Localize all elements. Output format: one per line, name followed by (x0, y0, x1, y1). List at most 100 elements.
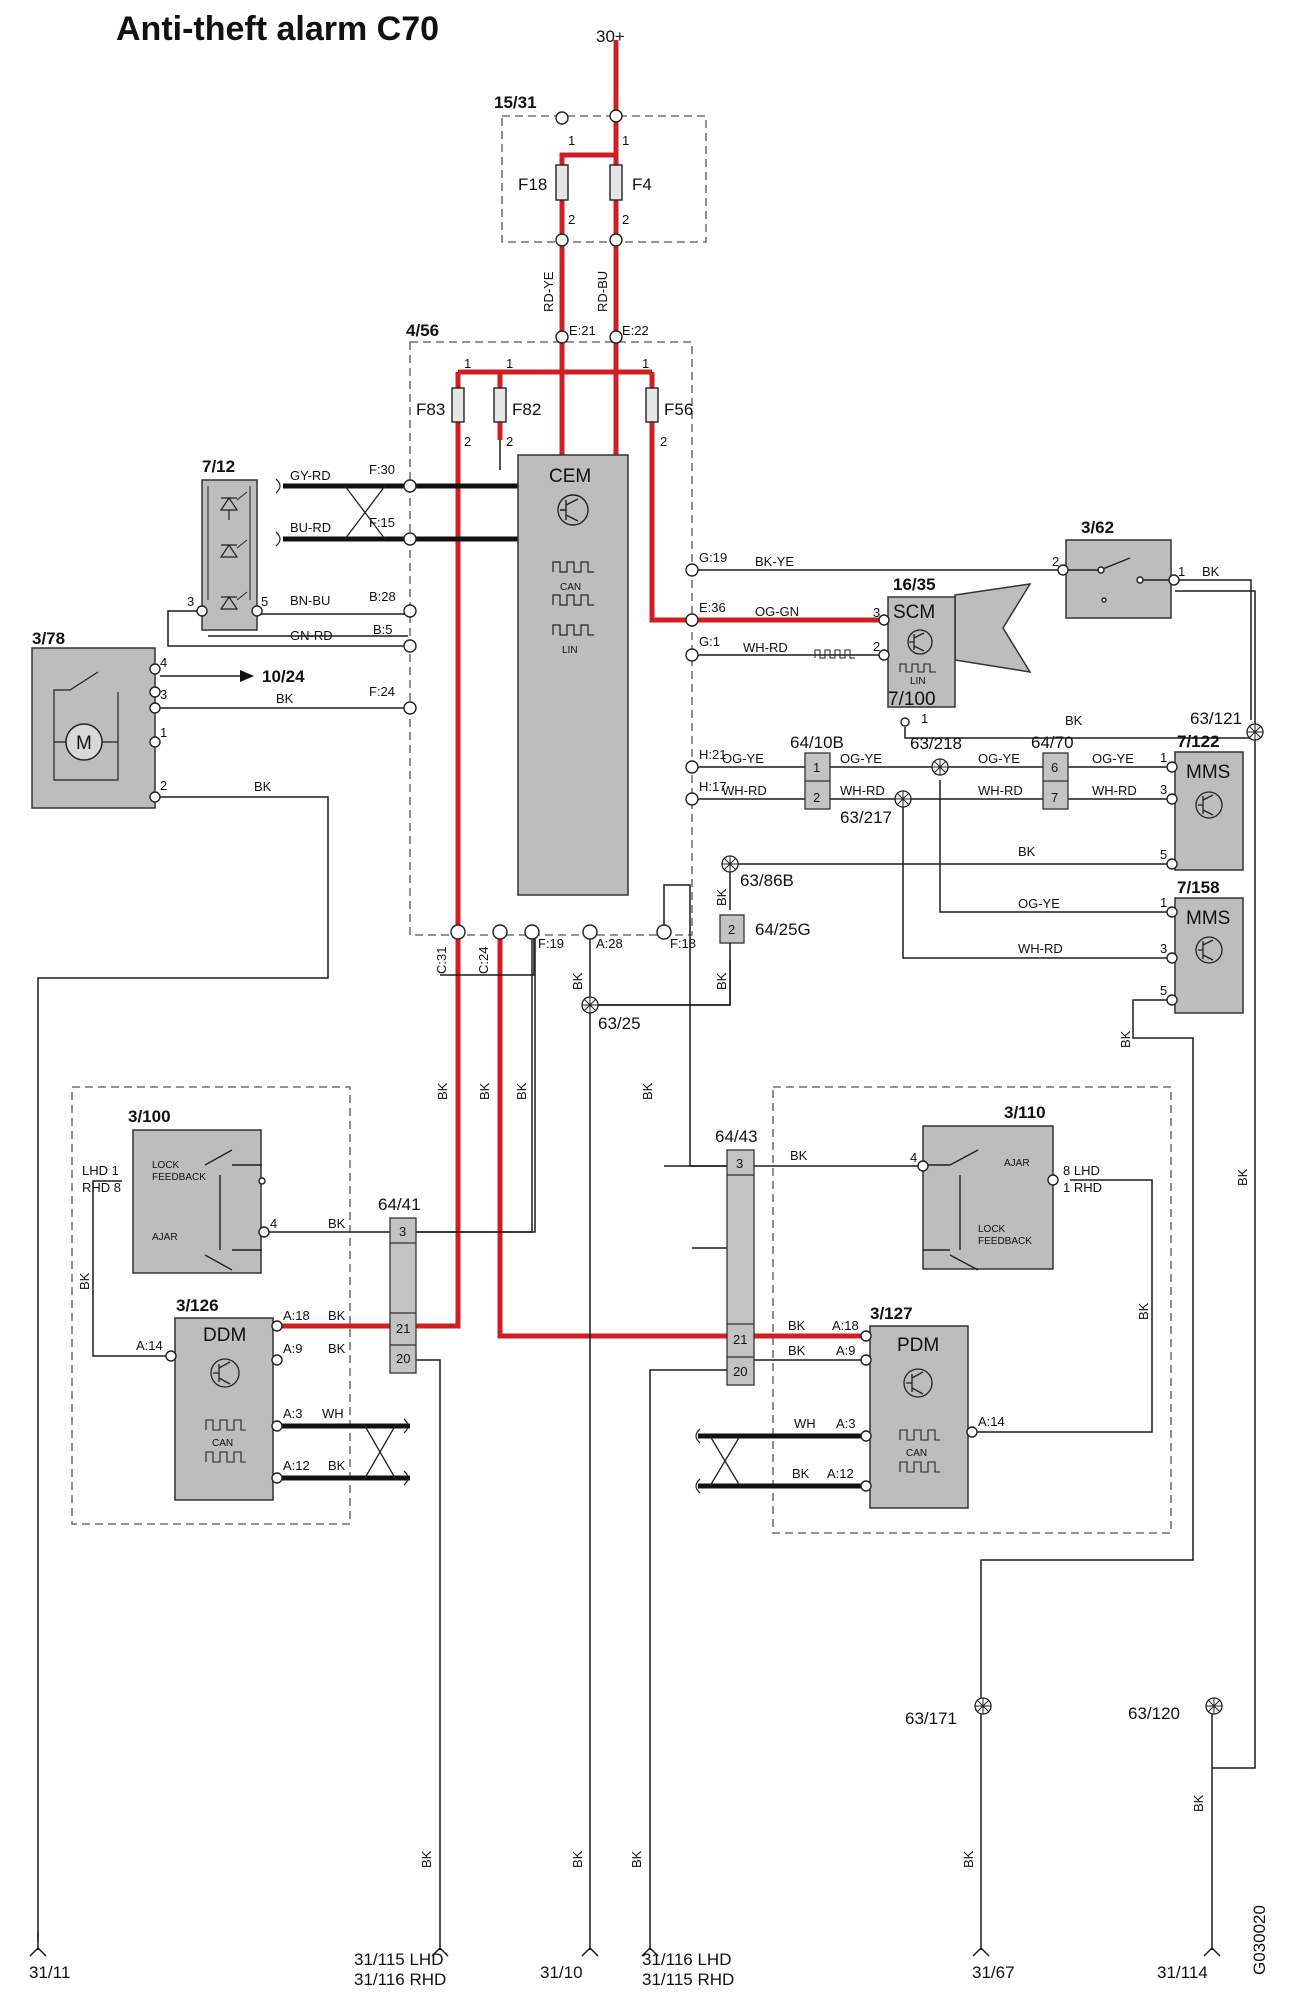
svg-text:OG-YE: OG-YE (1092, 751, 1134, 766)
svg-text:OG-YE: OG-YE (840, 751, 882, 766)
svg-text:OG-YE: OG-YE (722, 751, 764, 766)
svg-text:A:18: A:18 (832, 1318, 859, 1333)
pdm-twisted-pair-icon (709, 1435, 741, 1487)
svg-text:3: 3 (399, 1224, 406, 1239)
svg-text:WH-RD: WH-RD (1018, 941, 1063, 956)
svg-text:GY-RD: GY-RD (290, 468, 331, 483)
cem-module: CEM CAN LIN (517, 454, 629, 896)
svg-text:BK: BK (1191, 1794, 1206, 1812)
svg-text:F:18: F:18 (670, 936, 696, 951)
wire-label-lock-left-bk: BK (328, 1216, 346, 1231)
led-unit-7-12: 7/12 3 5 (187, 457, 386, 631)
cem-ground-wire-labels: BK BK BK BK (435, 1082, 655, 1100)
svg-text:1: 1 (506, 356, 513, 371)
svg-text:MMS: MMS (1186, 762, 1230, 783)
splice-labels: 63/121 63/218 63/217 63/86B 63/25 63/171… (598, 709, 1242, 1728)
cem-pin-labels: E:21 E:22 F:30 F:15 B:28 B:5 F:24 G:19 E… (369, 323, 727, 974)
door-lock-3-110: 3/110 AJAR LOCK FEEDBACK 4 (910, 1103, 1059, 1271)
svg-text:3/100: 3/100 (128, 1107, 171, 1126)
hood-switch-wire (1179, 579, 1252, 720)
svg-text:2: 2 (813, 790, 820, 805)
fuse-f4: F4 (609, 164, 652, 201)
wire-label-left-door-bk: BK (77, 1272, 92, 1290)
left-lock-lhd-label: LHD 1 (82, 1163, 119, 1178)
wire-label-25g-top-bk: BK (714, 888, 729, 906)
svg-text:31/116 LHD: 31/116 LHD (642, 1950, 731, 1969)
fuse-f83: F83 (416, 387, 465, 423)
svg-text:1: 1 (1160, 895, 1167, 910)
svg-text:AJAR: AJAR (152, 1232, 178, 1243)
wire-label-25g-bottom-bk: BK (714, 972, 729, 990)
wire-label-scm-wh-rd: WH-RD (743, 640, 788, 655)
ground-labels: 31/11 31/115 LHD 31/116 RHD 31/10 31/116… (29, 1950, 1208, 1989)
svg-text:BK: BK (788, 1318, 806, 1333)
svg-text:4: 4 (270, 1216, 277, 1231)
svg-text:E:36: E:36 (699, 600, 726, 615)
svg-text:2: 2 (622, 212, 629, 227)
svg-text:2: 2 (506, 434, 513, 449)
svg-text:WH-RD: WH-RD (722, 783, 767, 798)
svg-text:21: 21 (396, 1321, 410, 1336)
svg-text:LIN: LIN (562, 645, 578, 656)
svg-text:B:28: B:28 (369, 589, 396, 604)
svg-text:CEM: CEM (549, 466, 591, 487)
connector-64-70: 6 7 64/70 (1031, 733, 1074, 810)
svg-text:F:19: F:19 (538, 936, 564, 951)
svg-text:31/67: 31/67 (972, 1963, 1015, 1982)
svg-text:F4: F4 (632, 175, 652, 194)
drawing-code: G030020 (1250, 1905, 1269, 1975)
svg-text:A:3: A:3 (283, 1406, 303, 1421)
svg-text:64/10B: 64/10B (790, 733, 844, 752)
svg-text:AJAR: AJAR (1004, 1158, 1030, 1169)
svg-text:A:14: A:14 (978, 1414, 1005, 1429)
svg-text:BK: BK (640, 1082, 655, 1100)
fuse-box-id: 15/31 (494, 93, 537, 112)
svg-text:A:28: A:28 (596, 936, 623, 951)
diagram-title: Anti-theft alarm C70 (116, 10, 439, 48)
connector-64-25g: 2 64/25G (719, 914, 811, 944)
svg-text:BK: BK (1018, 844, 1036, 859)
svg-text:3/126: 3/126 (176, 1296, 219, 1315)
wire-label-right-lock-bk: BK (1136, 1302, 1151, 1320)
svg-text:CAN: CAN (560, 582, 581, 593)
svg-text:63/120: 63/120 (1128, 1704, 1180, 1723)
svg-text:E:22: E:22 (622, 323, 649, 338)
ddm-3-126: 3/126 DDM CAN (165, 1296, 283, 1501)
arrow-head-icon (240, 670, 254, 682)
svg-text:64/43: 64/43 (715, 1127, 758, 1146)
svg-text:63/217: 63/217 (840, 808, 892, 827)
svg-text:3/110: 3/110 (1004, 1103, 1046, 1122)
svg-text:BK: BK (328, 1341, 346, 1356)
svg-text:63/25: 63/25 (598, 1014, 641, 1033)
svg-text:20: 20 (733, 1364, 747, 1379)
svg-text:BU-RD: BU-RD (290, 520, 331, 535)
wire-label-motor-ground-bk: BK (254, 779, 272, 794)
ddm-bus-break-icon (403, 1418, 409, 1486)
svg-text:BK: BK (435, 1082, 450, 1100)
svg-text:MMS: MMS (1186, 908, 1230, 929)
fuse-box-15-31-outline (501, 115, 707, 243)
wire-label-64-43-bk: BK (790, 1148, 808, 1163)
svg-text:5: 5 (261, 594, 268, 609)
svg-text:2: 2 (160, 778, 167, 793)
svg-text:CAN: CAN (906, 1448, 927, 1459)
svg-text:2: 2 (728, 922, 735, 937)
svg-text:CAN: CAN (212, 1438, 233, 1449)
svg-text:PDM: PDM (897, 1335, 939, 1356)
svg-text:SCM: SCM (893, 602, 935, 623)
svg-text:6: 6 (1051, 760, 1058, 775)
svg-text:64/25G: 64/25G (755, 920, 811, 939)
right-lock-rhd-label: 1 RHD (1063, 1180, 1102, 1195)
wire-label-bk-ye: BK-YE (755, 554, 794, 569)
svg-text:7/100: 7/100 (888, 689, 936, 710)
ground-terminals (29, 1930, 1221, 1957)
svg-text:BK: BK (328, 1458, 346, 1473)
svg-text:2: 2 (568, 212, 575, 227)
svg-text:2: 2 (464, 434, 471, 449)
svg-text:31/114: 31/114 (1157, 1963, 1208, 1982)
svg-text:31/10: 31/10 (540, 1963, 583, 1982)
pdm-pin-labels: A:18 A:9 A:3 A:12 A:14 BK BK WH BK (788, 1318, 1005, 1481)
svg-text:BK: BK (629, 1850, 644, 1868)
svg-text:BK: BK (328, 1308, 346, 1323)
